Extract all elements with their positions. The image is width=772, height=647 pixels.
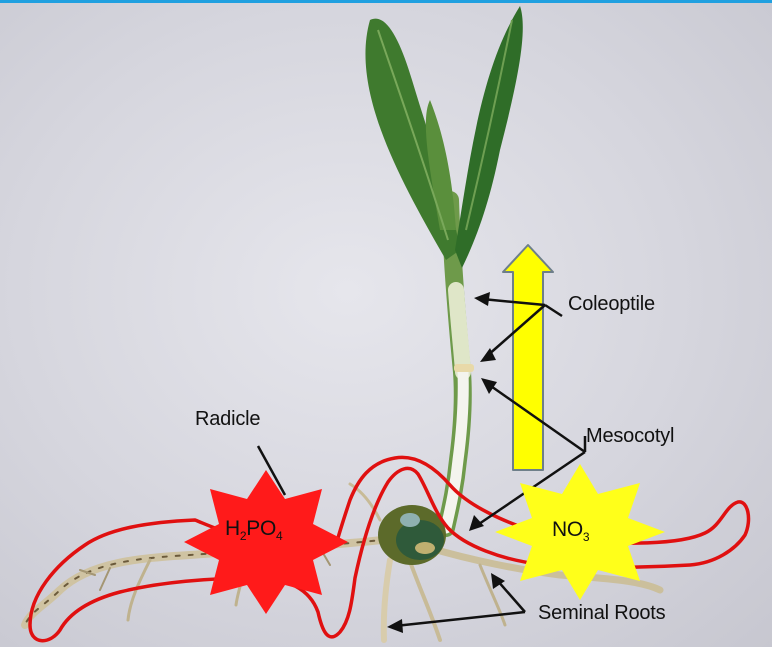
mesocotyl-label: Mesocotyl [586,425,674,448]
radicle-label: Radicle [195,408,260,431]
phosphate-label: H2PO4 [225,517,282,543]
seed [378,505,446,565]
nitrate-label: NO3 [552,518,589,544]
seminal-roots-label: Seminal Roots [538,602,665,625]
seedling-leaves [365,6,522,268]
upward-arrow-icon [503,245,553,470]
coleoptile-label: Coleoptile [568,293,655,316]
